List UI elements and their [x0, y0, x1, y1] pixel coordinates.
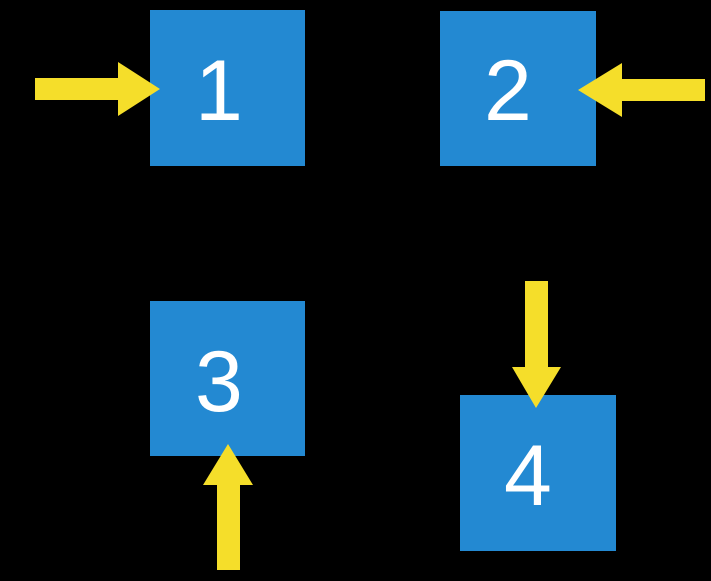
up-arrow-icon — [203, 444, 253, 570]
down-arrow-icon — [512, 281, 561, 408]
diagram-node-1[interactable]: 1 — [150, 10, 305, 166]
diagram-node-4[interactable]: 4 — [460, 395, 616, 551]
diagram-node-3[interactable]: 3 — [150, 301, 305, 456]
node-label: 2 — [484, 43, 532, 139]
right-arrow-icon — [35, 62, 160, 116]
node-label: 3 — [195, 334, 243, 430]
node-label: 4 — [504, 428, 552, 524]
left-arrow-icon — [578, 63, 705, 117]
diagram-node-2[interactable]: 2 — [440, 11, 596, 166]
node-label: 1 — [195, 43, 243, 139]
